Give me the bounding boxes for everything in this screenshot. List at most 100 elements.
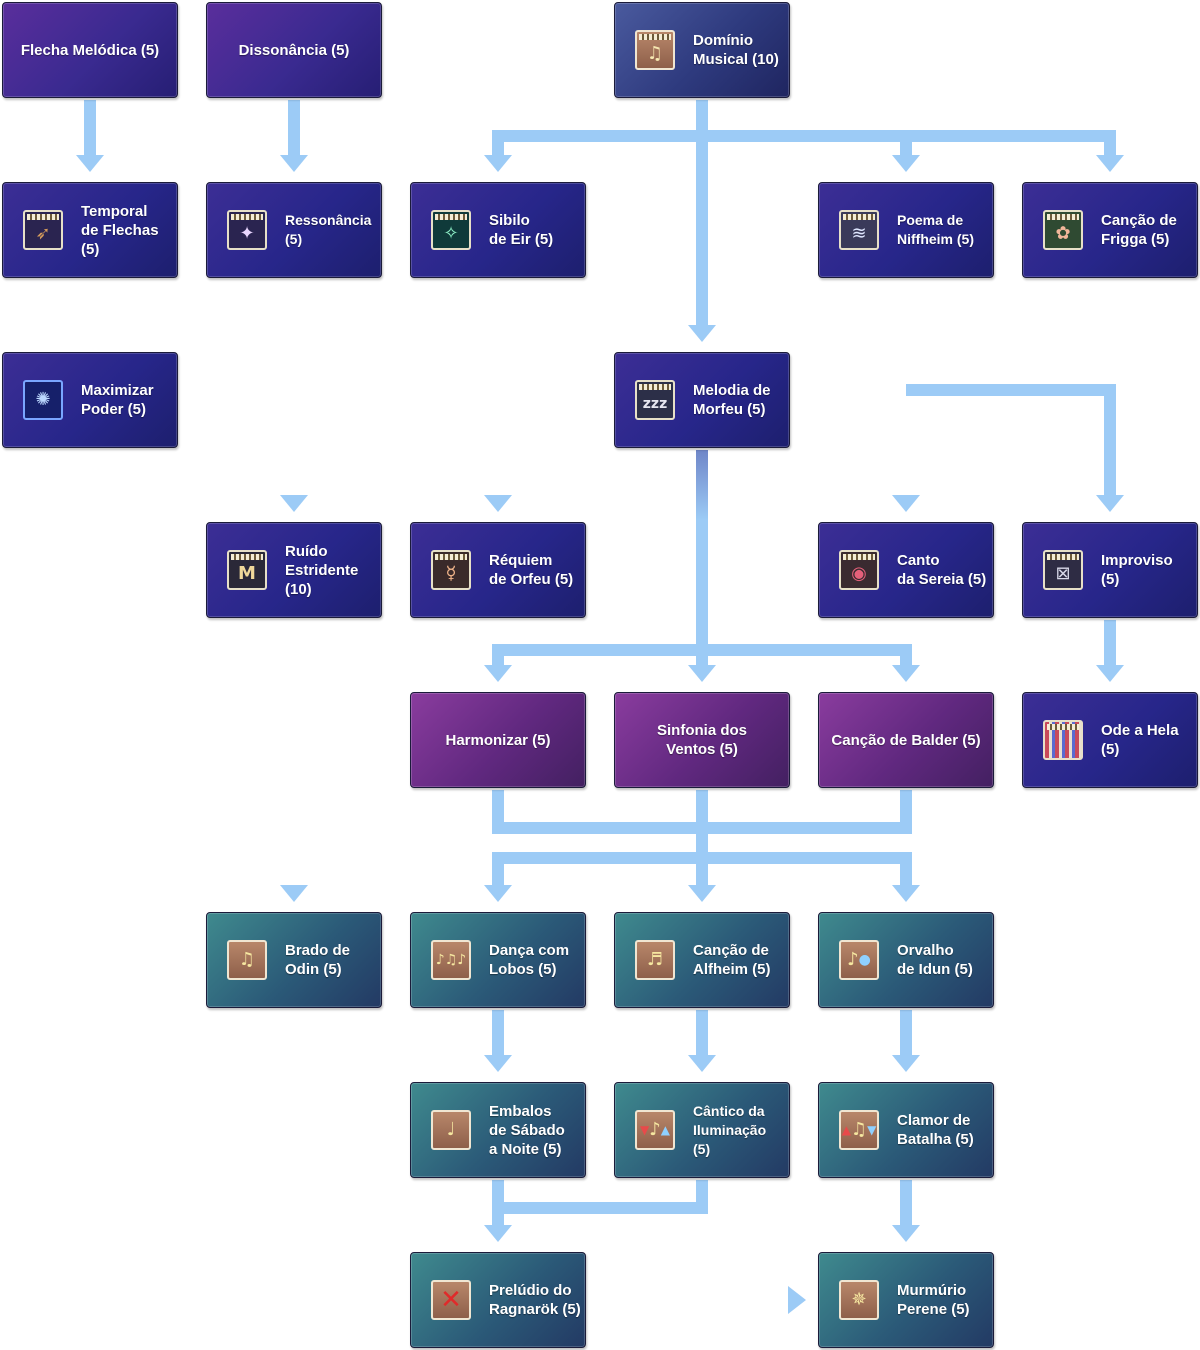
skill-node-clamor-de-batalha[interactable]: ▲♫▼ Clamor de Batalha (5) [818,1082,994,1178]
arrowhead [688,1055,716,1072]
skill-node-canto-da-sereia[interactable]: ◉ Canto da Sereia (5) [818,522,994,618]
double-note-icon: ♫ [227,940,267,980]
skill-label: Canção de Frigga (5) [1101,212,1177,248]
arrowhead [280,495,308,512]
noise-wave-icon: M [227,550,267,590]
note-pair-icon: ♬ [635,940,675,980]
arrowhead [484,155,512,172]
skill-label: Dança com Lobos (5) [489,942,570,978]
skill-label: Murmúrio Perene (5) [897,1282,970,1318]
skill-label: Clamor de Batalha (5) [897,1112,974,1148]
skill-node-cancao-de-frigga[interactable]: ✿ Canção de Frigga (5) [1022,182,1198,278]
skill-node-melodia-de-morfeu[interactable]: zzz Melodia de Morfeu (5) [614,352,790,448]
skill-node-orvalho-de-idun[interactable]: ♪● Orvalho de Idun (5) [818,912,994,1008]
arrowhead [892,155,920,172]
skill-label: Prelúdio do Ragnarök (5) [489,1282,581,1318]
dancing-note-icon: ♩ [431,1110,471,1150]
skill-label: Cântico da Iluminação (5) [693,1102,767,1157]
arrowhead [280,885,308,902]
music-score-icon: ♫ [635,30,675,70]
star-sparkles-icon: ✧ [431,210,471,250]
skill-label: Ruído Estridente (10) [285,542,359,598]
skill-label: Dissonância (5) [238,41,350,59]
crossed-box-icon: ⊠ [1043,550,1083,590]
skill-label: Poema de Niffheim (5) [897,212,974,247]
skill-node-temporal-de-flechas[interactable]: ➶ Temporal de Flechas (5) [2,182,178,278]
skill-node-dissonancia[interactable]: Dissonância (5) [206,2,382,98]
arrowhead [484,1055,512,1072]
skill-node-requiem-de-orfeu[interactable]: ☿ Réquiem de Orfeu (5) [410,522,586,618]
sparkle-icon: ✦ [227,210,267,250]
skill-label: Orvalho de Idun (5) [897,942,973,978]
arrowhead [688,665,716,682]
skill-label: Réquiem de Orfeu (5) [489,552,574,588]
skill-label: Embalos de Sábado a Noite (5) [489,1102,565,1158]
skill-label: Canto da Sereia (5) [897,552,987,588]
skill-label: Maximizar Poder (5) [81,382,154,418]
skill-label: Sibilo de Eir (5) [489,212,554,248]
arrowhead [1096,155,1124,172]
skill-node-sibilo-de-eir[interactable]: ✧ Sibilo de Eir (5) [410,182,586,278]
note-arrows-icon: ▼♪▲ [635,1110,675,1150]
connector-dominio-bus [498,100,1110,142]
skill-node-harmonizar[interactable]: Harmonizar (5) [410,692,586,788]
skill-node-cantico-da-iluminacao[interactable]: ▼♪▲ Cântico da Iluminação (5) [614,1082,790,1178]
skill-node-flecha-melodica[interactable]: Flecha Melódica (5) [2,2,178,98]
striped-curtain-icon [1043,720,1083,760]
raised-hands-icon: ☿ [431,550,471,590]
arrowhead [892,665,920,682]
arrowhead [484,1225,512,1242]
skill-node-maximizar-poder[interactable]: ✺ Maximizar Poder (5) [2,352,178,448]
arrowhead [688,885,716,902]
sleep-icon: zzz [635,380,675,420]
compass-wheel-icon: ✵ [839,1280,879,1320]
arrowhead [484,665,512,682]
skill-node-sinfonia-dos-ventos[interactable]: Sinfonia dos Ventos (5) [614,692,790,788]
skill-label: Harmonizar (5) [445,731,551,749]
wave-icon: ≋ [839,210,879,250]
arrowhead [280,155,308,172]
skill-node-cancao-de-balder[interactable]: Canção de Balder (5) [818,692,994,788]
skill-label: Sinfonia dos Ventos (5) [657,722,747,758]
skill-node-ode-a-hela[interactable]: Ode a Hela (5) [1022,692,1198,788]
skill-node-murmurio-perene[interactable]: ✵ Murmúrio Perene (5) [818,1252,994,1348]
skill-node-poema-de-niffheim[interactable]: ≋ Poema de Niffheim (5) [818,182,994,278]
lips-icon: ◉ [839,550,879,590]
connector-purple-merge [492,790,912,888]
battle-note-icon: ▲♫▼ [839,1110,879,1150]
skill-node-brado-de-odin[interactable]: ♫ Brado de Odin (5) [206,912,382,1008]
arrowhead [892,495,920,512]
energy-burst-icon: ✺ [23,380,63,420]
skill-label: Ode a Hela (5) [1101,722,1179,758]
skill-node-ruido-estridente[interactable]: M Ruído Estridente (10) [206,522,382,618]
arrowhead [1096,495,1124,512]
connector-poema-improviso [906,384,1116,498]
skill-node-cancao-de-alfheim[interactable]: ♬ Canção de Alfheim (5) [614,912,790,1008]
arrowhead [484,885,512,902]
arrowhead [484,495,512,512]
skill-label: Canção de Alfheim (5) [693,942,771,978]
skill-node-dominio-musical[interactable]: ♫ Domínio Musical (10) [614,2,790,98]
arrowhead [76,155,104,172]
skill-label: Temporal de Flechas (5) [81,202,159,258]
skill-label: Flecha Melódica (5) [20,41,160,59]
skill-node-embalos-de-sabado[interactable]: ♩ Embalos de Sábado a Noite (5) [410,1082,586,1178]
skill-label: Canção de Balder (5) [831,731,981,749]
skill-label: Brado de Odin (5) [285,942,351,978]
red-cross-icon: ✕ [431,1280,471,1320]
skill-label: Melodia de Morfeu (5) [693,382,771,418]
arrowhead [688,325,716,342]
skill-node-danca-com-lobos[interactable]: ♪♫♪ Dança com Lobos (5) [410,912,586,1008]
skill-label: Ressonância (5) [285,212,372,247]
skill-label: Domínio Musical (10) [693,32,779,68]
arrow-storm-icon: ➶ [23,210,63,250]
skill-node-ressonancia[interactable]: ✦ Ressonância (5) [206,182,382,278]
arrowhead [1096,665,1124,682]
skill-node-preludio-do-ragnarok[interactable]: ✕ Prelúdio do Ragnarök (5) [410,1252,586,1348]
skill-node-improviso[interactable]: ⊠ Improviso (5) [1022,522,1198,618]
note-row-icon: ♪♫♪ [431,940,471,980]
dew-drop-icon: ♪● [839,940,879,980]
clover-icon: ✿ [1043,210,1083,250]
